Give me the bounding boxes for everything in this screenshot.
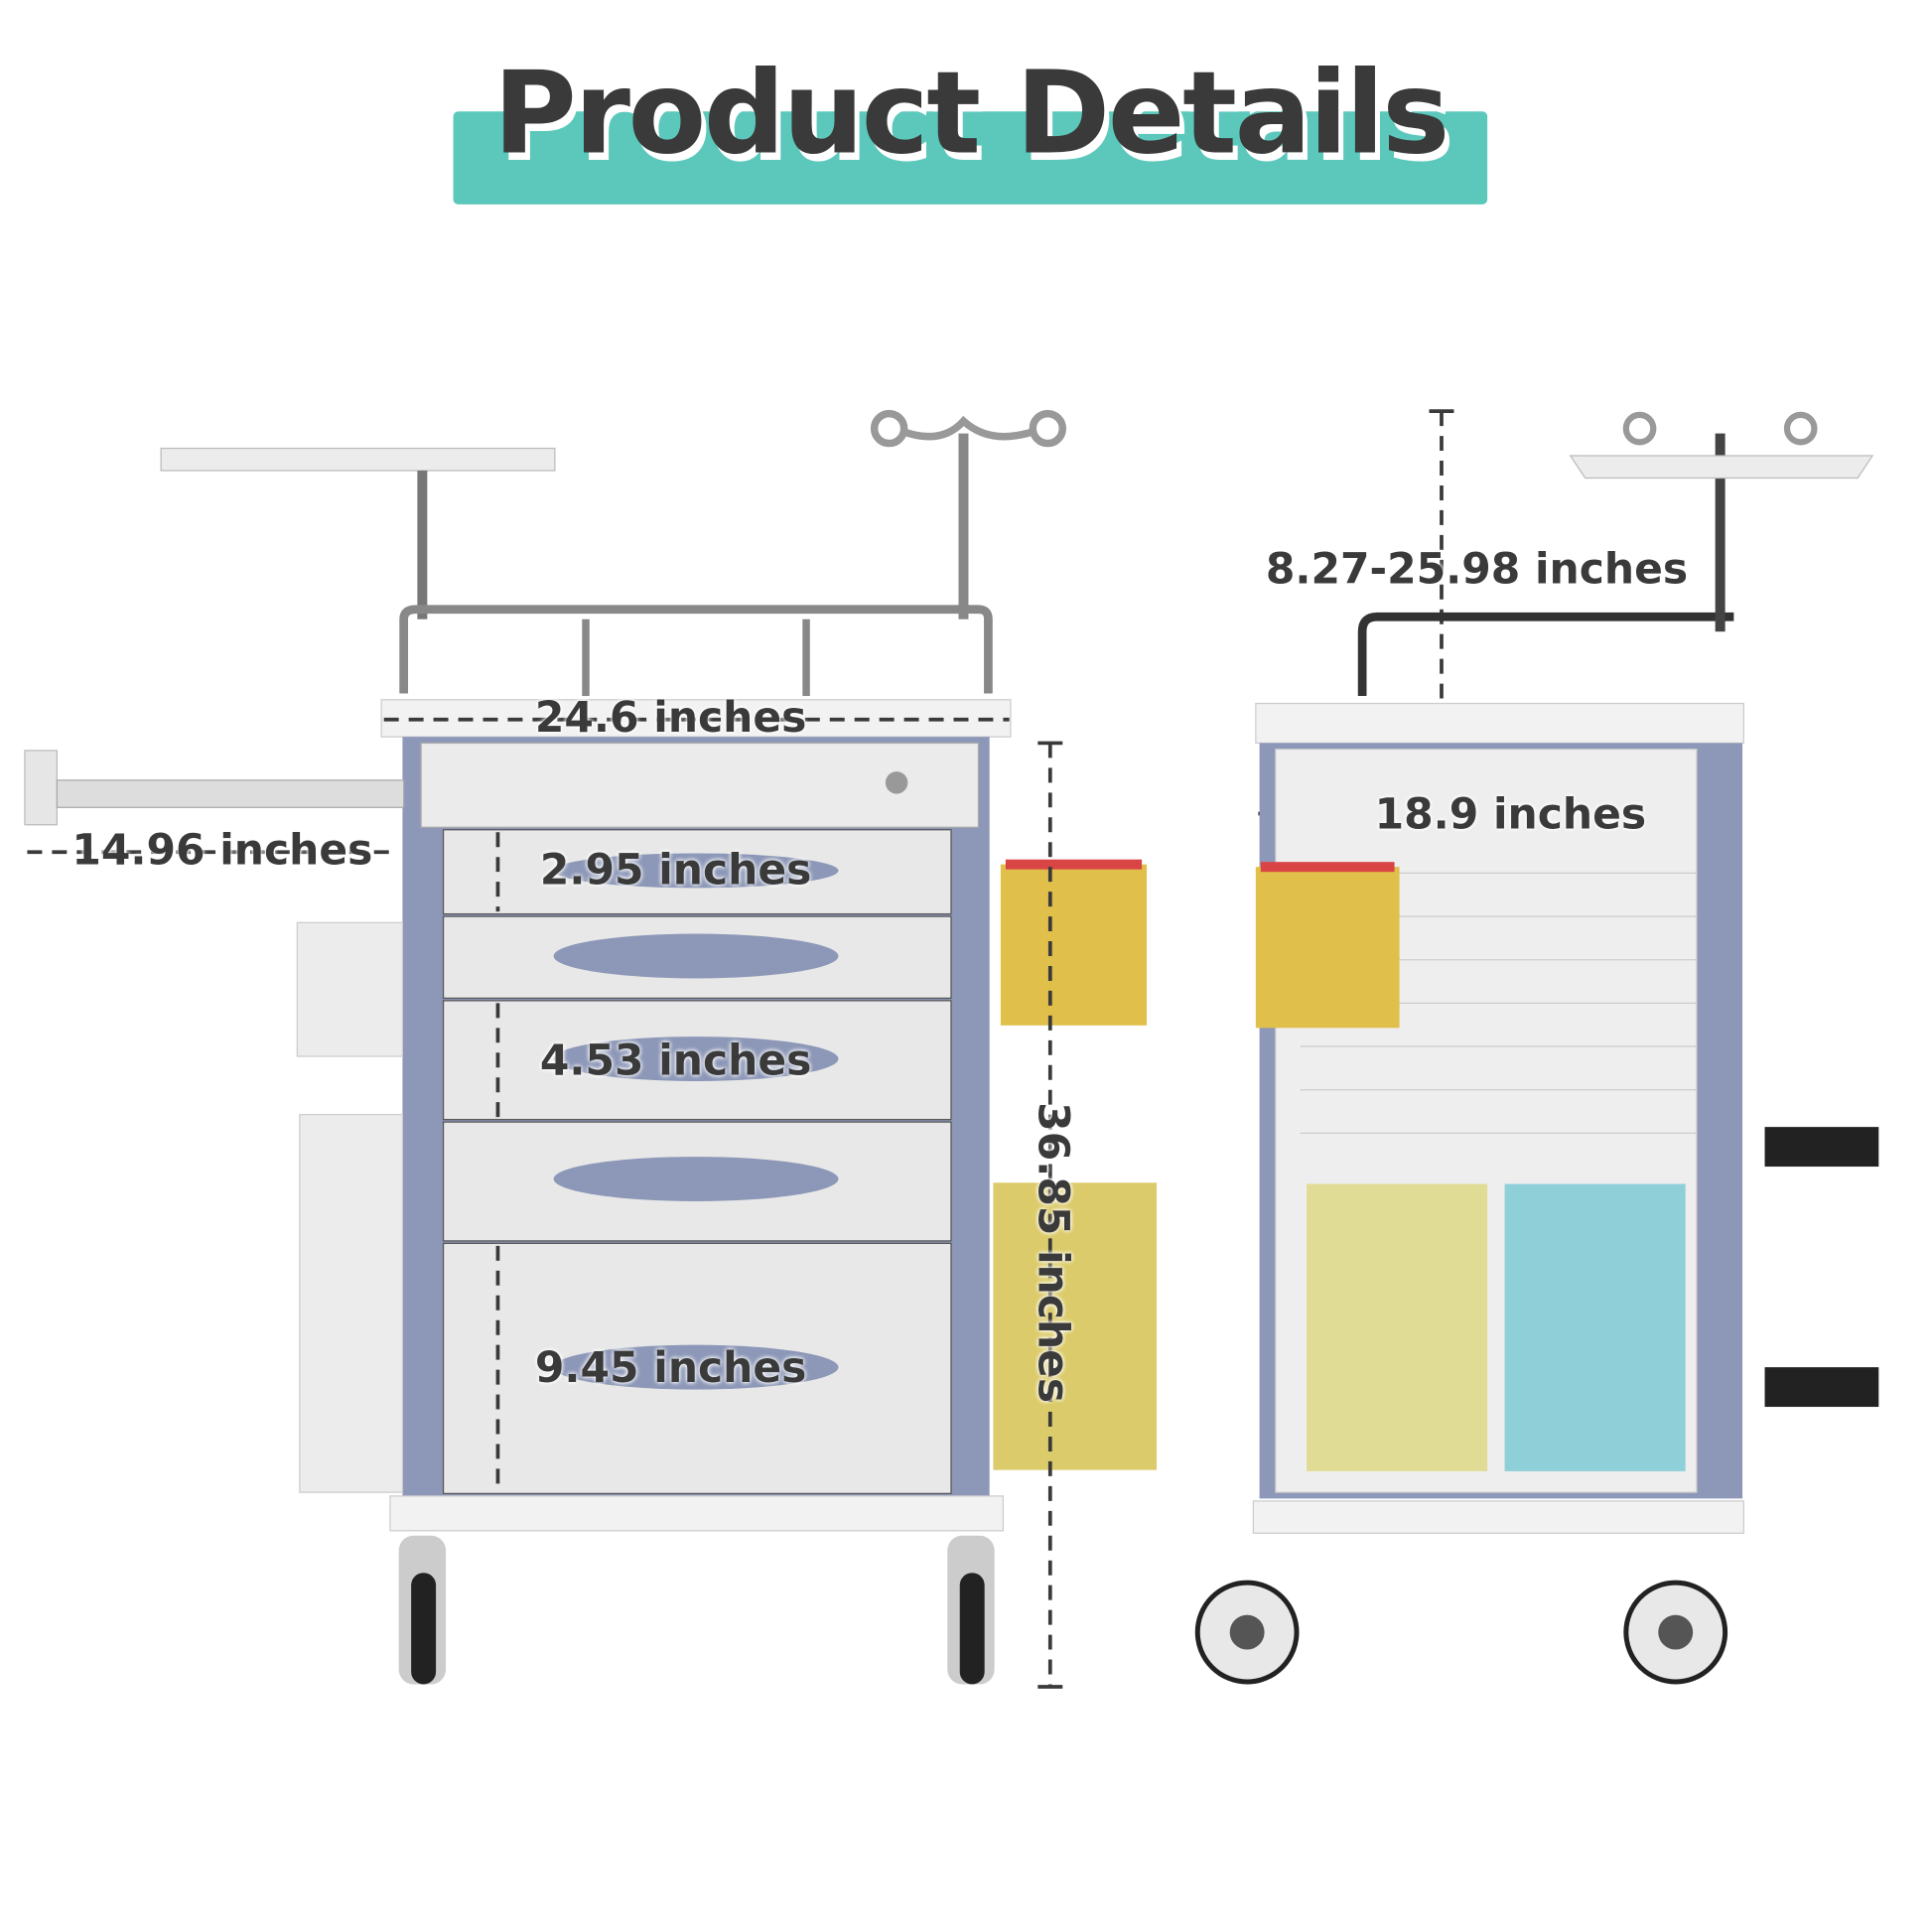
drawer-1-dimension-label: 2.95 inches	[539, 845, 812, 896]
pole-height-dimension-label: 8.27-25.98 inches	[1265, 544, 1689, 595]
height-dimension-label: 36.85 inches	[1028, 1102, 1078, 1404]
iv-pole	[958, 433, 969, 620]
side-shelf-rail	[56, 779, 405, 808]
sharps-container	[1255, 867, 1400, 1029]
waste-bin	[993, 1182, 1158, 1470]
drawer-3-dimension-label: 9.45 inches	[534, 1343, 807, 1394]
drawer-2-dimension-label: 4.53 inches	[539, 1036, 812, 1086]
title-banner	[453, 111, 1488, 205]
page-title: Product Details	[492, 47, 1450, 180]
side-cart	[1194, 411, 1879, 1685]
front-cart	[24, 409, 1731, 1689]
side-shelf-dimension-label: 14.96 inches	[71, 826, 373, 876]
casters	[398, 1535, 995, 1685]
cyan-bin	[1504, 1183, 1686, 1471]
yellow-bin	[1307, 1183, 1488, 1471]
depth-dimension-label: 18.9 inches	[1374, 789, 1647, 840]
width-dimension-label: 24.6 inches	[534, 693, 807, 744]
tray	[160, 447, 556, 472]
sharps-container	[1000, 864, 1148, 1026]
